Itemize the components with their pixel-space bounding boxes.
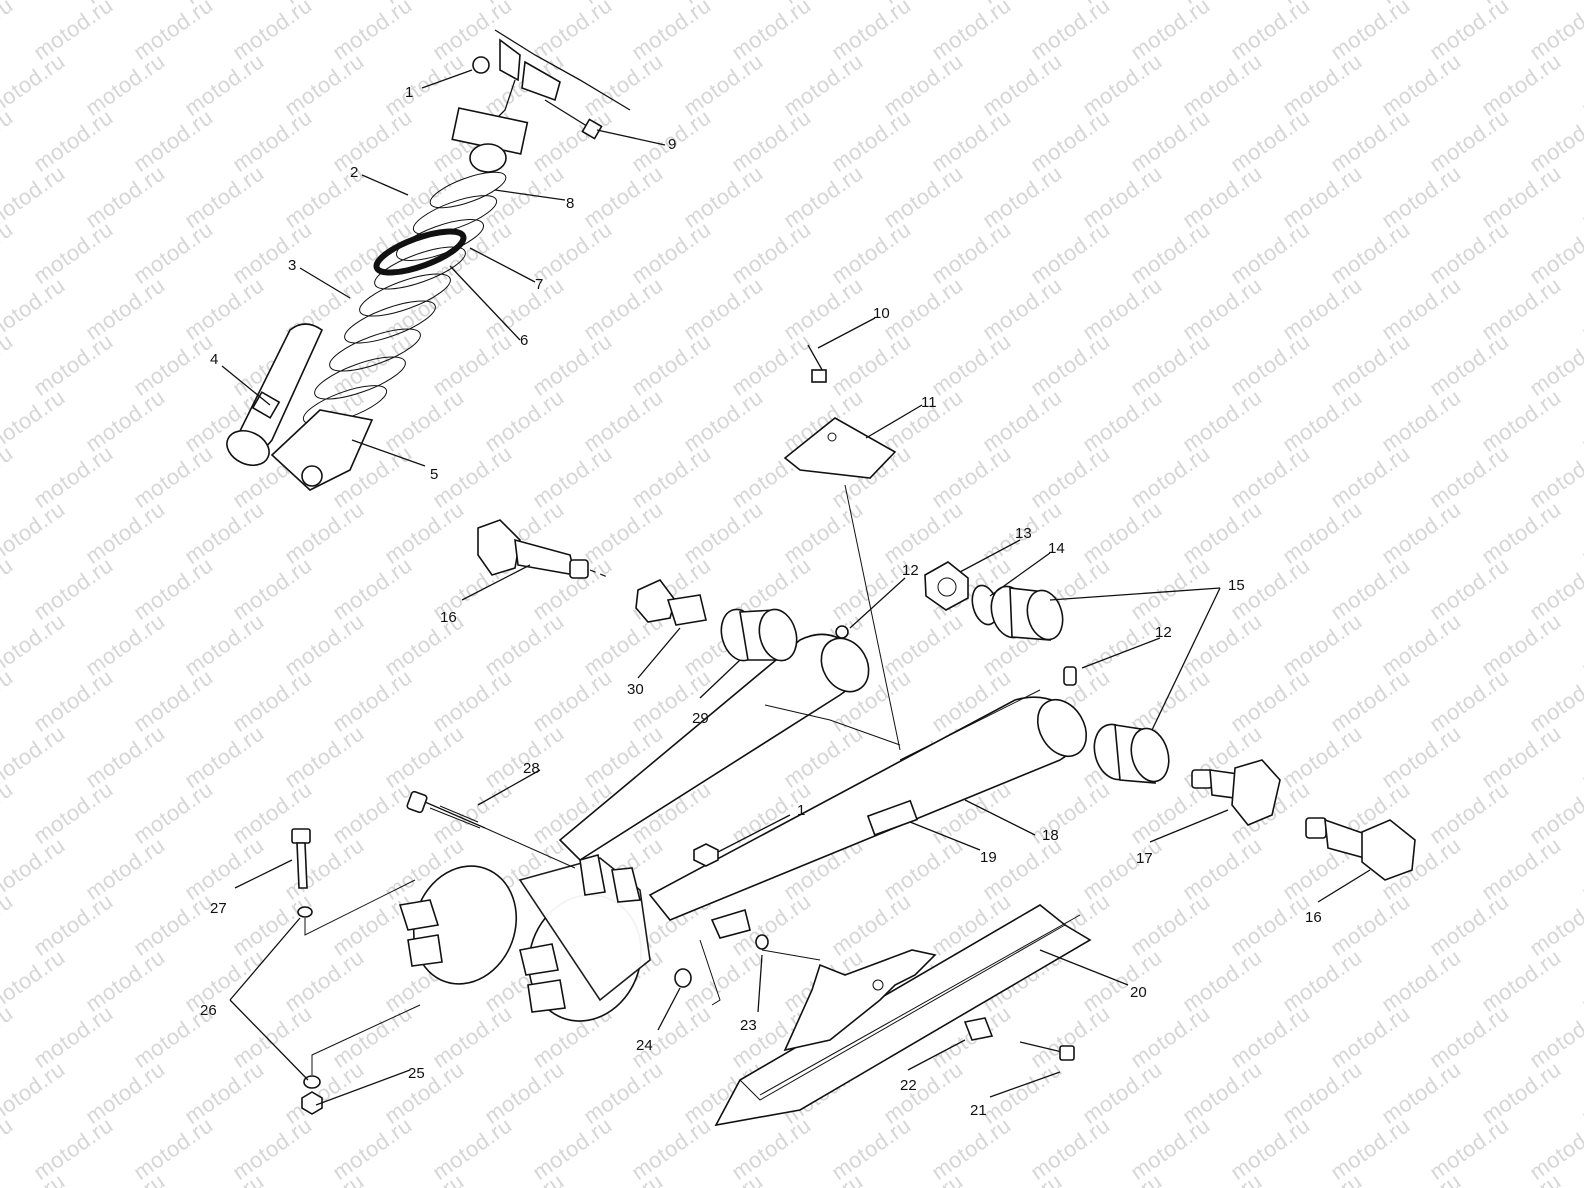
label-11: 11 [921, 394, 937, 411]
label-27: 27 [210, 900, 227, 917]
label-18: 18 [1042, 827, 1059, 844]
label-29: 29 [692, 710, 709, 727]
label-21: 21 [970, 1102, 987, 1119]
label-2: 2 [350, 164, 358, 181]
label-25: 25 [408, 1065, 425, 1082]
label-16-left: 16 [440, 609, 457, 626]
label-16-right: 16 [1305, 909, 1322, 926]
label-5: 5 [430, 466, 438, 483]
mounting-plate-group [783, 344, 901, 751]
label-17: 17 [1136, 850, 1153, 867]
label-1-mid: 1 [797, 802, 805, 819]
label-26: 26 [200, 1002, 217, 1019]
label-8: 8 [566, 195, 574, 212]
label-13: 13 [1015, 525, 1032, 542]
label-9: 9 [668, 136, 676, 153]
label-4: 4 [210, 351, 218, 368]
label-12-right: 12 [1155, 624, 1172, 641]
label-28: 28 [523, 760, 540, 777]
label-3: 3 [288, 257, 296, 274]
leader-lines [221, 69, 1371, 1106]
label-12-left: 12 [902, 562, 919, 579]
shock-absorber-group [226, 29, 631, 491]
label-20: 20 [1130, 984, 1147, 1001]
label-10: 10 [873, 305, 890, 322]
part-labels: 1 2 3 4 5 6 7 8 9 10 11 12 12 13 14 15 1… [200, 84, 1322, 1119]
label-23: 23 [740, 1017, 757, 1034]
label-14: 14 [1048, 540, 1065, 557]
axle-hardware-group [477, 519, 1416, 881]
label-6: 6 [520, 332, 528, 349]
swing-arm-group [398, 633, 1088, 1022]
label-15: 15 [1228, 577, 1245, 594]
lower-fasteners-group [291, 790, 821, 1115]
label-22: 22 [900, 1077, 917, 1094]
label-19: 19 [980, 849, 997, 866]
label-7: 7 [535, 276, 543, 293]
slide-rail-group [714, 904, 1092, 1127]
label-24: 24 [636, 1037, 653, 1054]
label-1-top: 1 [405, 84, 413, 101]
label-30: 30 [627, 681, 644, 698]
